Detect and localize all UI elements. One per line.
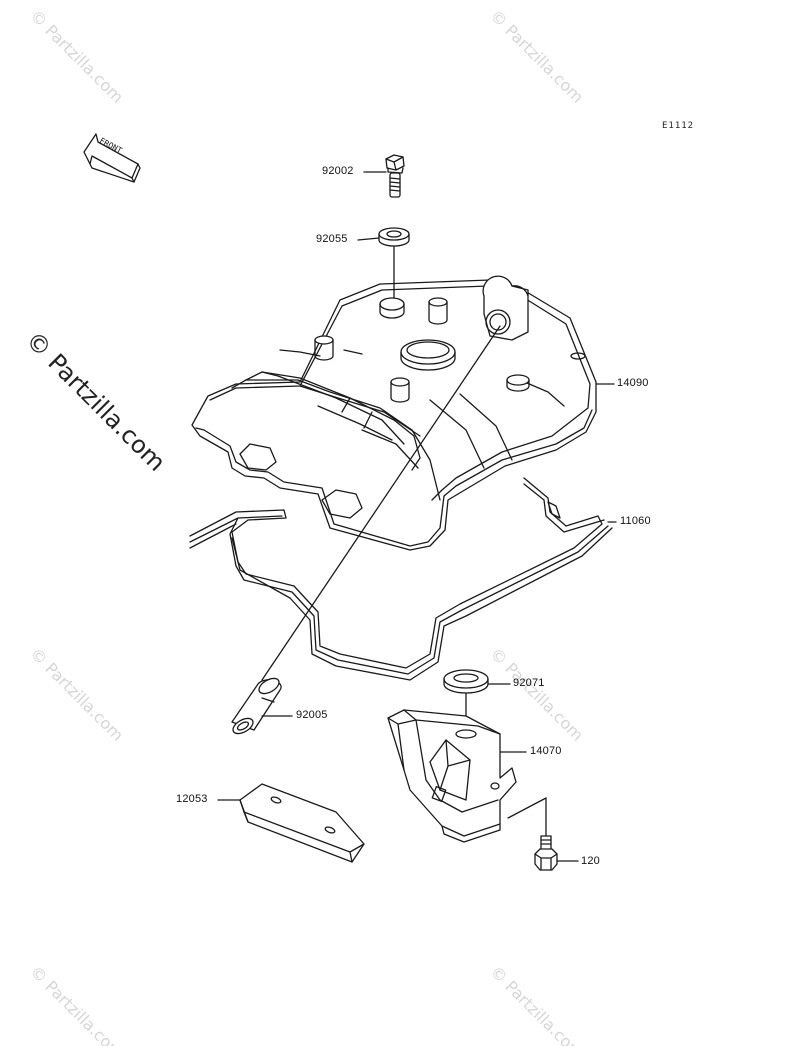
grommet-92071 xyxy=(443,669,489,694)
sleeve-92005 xyxy=(231,677,282,735)
leader-14070-axis xyxy=(507,797,547,819)
bolt-120 xyxy=(534,835,558,871)
cover-boss xyxy=(390,377,410,403)
cover-14070 xyxy=(387,709,517,843)
pad-12053 xyxy=(239,783,365,863)
part-number-label[interactable]: 92071 xyxy=(513,677,545,689)
diagram-code: E1112 xyxy=(662,121,695,131)
gasket-11060 xyxy=(189,477,613,681)
part-number-label[interactable]: 14090 xyxy=(617,377,649,389)
cover-boss xyxy=(428,297,448,325)
part-number-label[interactable]: 11060 xyxy=(620,515,651,527)
cylinder-head-cover-14090 xyxy=(191,275,597,551)
front-arrow-icon: FRONT xyxy=(83,133,141,183)
part-number-label[interactable]: 120 xyxy=(581,855,600,867)
cover-boss xyxy=(314,335,334,361)
part-number-label[interactable]: 92055 xyxy=(316,233,348,245)
bolt-92002 xyxy=(385,154,405,198)
leader-92055 xyxy=(357,237,380,241)
part-number-label[interactable]: 12053 xyxy=(176,793,208,805)
guide-line-92005 xyxy=(261,325,501,681)
part-number-label[interactable]: 14070 xyxy=(530,745,562,757)
part-number-label[interactable]: 92005 xyxy=(296,709,328,721)
washer-92055 xyxy=(378,227,410,247)
part-number-label[interactable]: 92002 xyxy=(322,165,354,177)
